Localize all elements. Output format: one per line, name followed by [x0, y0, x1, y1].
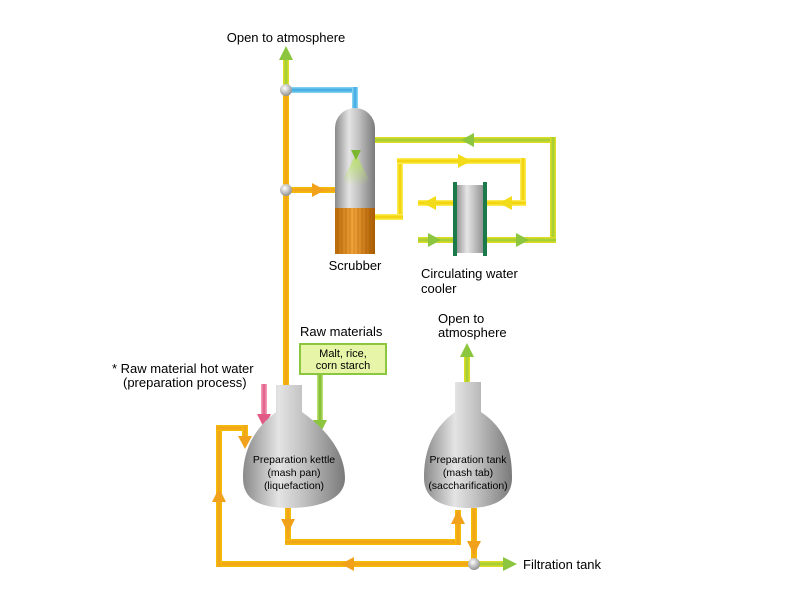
circulating-water-cooler	[453, 182, 487, 256]
scrubber-vent-pipe-h	[289, 87, 355, 93]
scrubber-label: Scrubber	[329, 258, 382, 273]
spray-nozzle-icon	[351, 150, 361, 160]
raw-materials-box	[299, 343, 387, 375]
cooler-plate-left	[453, 182, 457, 256]
arrow-down-icon	[257, 414, 271, 428]
kettle-label-line3: (liquefaction)	[264, 480, 324, 492]
return-pipe-drop	[242, 425, 248, 443]
transfer-pipe-v	[455, 510, 461, 545]
loop-green-top	[353, 137, 556, 143]
arrow-up-icon	[279, 46, 293, 60]
arrow-up-icon	[212, 488, 226, 502]
packing-texture	[337, 208, 371, 254]
arrow-right-icon	[516, 233, 529, 247]
transfer-pipe-h	[285, 539, 461, 545]
filtration-tank-label: Filtration tank	[523, 557, 602, 572]
tank-label-line1: Preparation tank	[429, 454, 507, 466]
open-to-atmosphere-label: Open to atmosphere	[227, 30, 346, 45]
arrow-right-icon	[312, 183, 325, 197]
raw-materials-pipe	[317, 372, 323, 428]
filtration-pipe	[477, 561, 505, 567]
return-pipe-top	[216, 425, 248, 431]
loop-yellow-right	[520, 158, 526, 206]
vent-top-pipe	[283, 58, 289, 90]
scrubber-vent-pipe-v	[352, 87, 358, 111]
valve-icon	[280, 184, 292, 196]
hot-water-label-line1: * Raw material hot water	[112, 361, 254, 376]
scrubber-packing	[335, 208, 375, 254]
raw-box-line2: corn starch	[316, 360, 370, 372]
loop-yellow-up	[397, 158, 403, 220]
preparation-tank	[424, 382, 512, 508]
tank-label-line2: (mash tab)	[443, 467, 493, 479]
arrow-left-icon	[499, 196, 512, 210]
scrubber	[335, 108, 375, 254]
arrow-up-icon	[451, 510, 465, 524]
arrow-down-icon	[281, 519, 295, 533]
text-labels: Open to atmosphere Scrubber Circulating …	[112, 30, 602, 572]
scrubber-outlet-pipe	[375, 214, 403, 220]
spray-cone	[340, 154, 372, 186]
preparation-kettle	[243, 385, 345, 508]
loop-green-right	[550, 137, 556, 243]
arrow-left-icon	[341, 557, 354, 571]
kettle-riser-pipe	[283, 90, 289, 390]
arrow-right-icon	[458, 154, 471, 168]
arrow-down-icon	[238, 436, 252, 449]
tank-label-line3: (saccharification)	[428, 480, 507, 492]
kettle-label-line2: (mash pan)	[267, 467, 320, 479]
kettle-label-line1: Preparation kettle	[253, 454, 335, 466]
arrow-left-icon	[423, 196, 436, 210]
raw-box-line1: Malt, rice,	[319, 348, 367, 360]
cooler-label-line2: cooler	[421, 281, 457, 296]
loop-yellow-out	[418, 200, 460, 206]
raw-materials-label: Raw materials	[300, 324, 383, 339]
open-to-atmosphere-right-line2: atmosphere	[438, 325, 507, 340]
tank-vent-pipe	[464, 354, 470, 384]
hot-water-label-line2: (preparation process)	[123, 375, 247, 390]
arrow-right-icon	[503, 557, 517, 571]
cooler-plate-right	[483, 182, 487, 256]
arrow-down-icon	[467, 541, 481, 555]
arrow-up-icon	[460, 343, 474, 357]
cooler-body	[455, 185, 485, 253]
hot-water-pipe	[261, 384, 267, 416]
valve-icon	[280, 84, 292, 96]
open-to-atmosphere-right-line1: Open to	[438, 311, 484, 326]
valves	[280, 84, 480, 570]
cooler-label-line1: Circulating water	[421, 266, 518, 281]
arrow-left-icon	[461, 133, 474, 147]
tank-outlet-pipe	[471, 508, 477, 564]
valve-icon	[468, 558, 480, 570]
arrow-right-icon	[428, 233, 441, 247]
